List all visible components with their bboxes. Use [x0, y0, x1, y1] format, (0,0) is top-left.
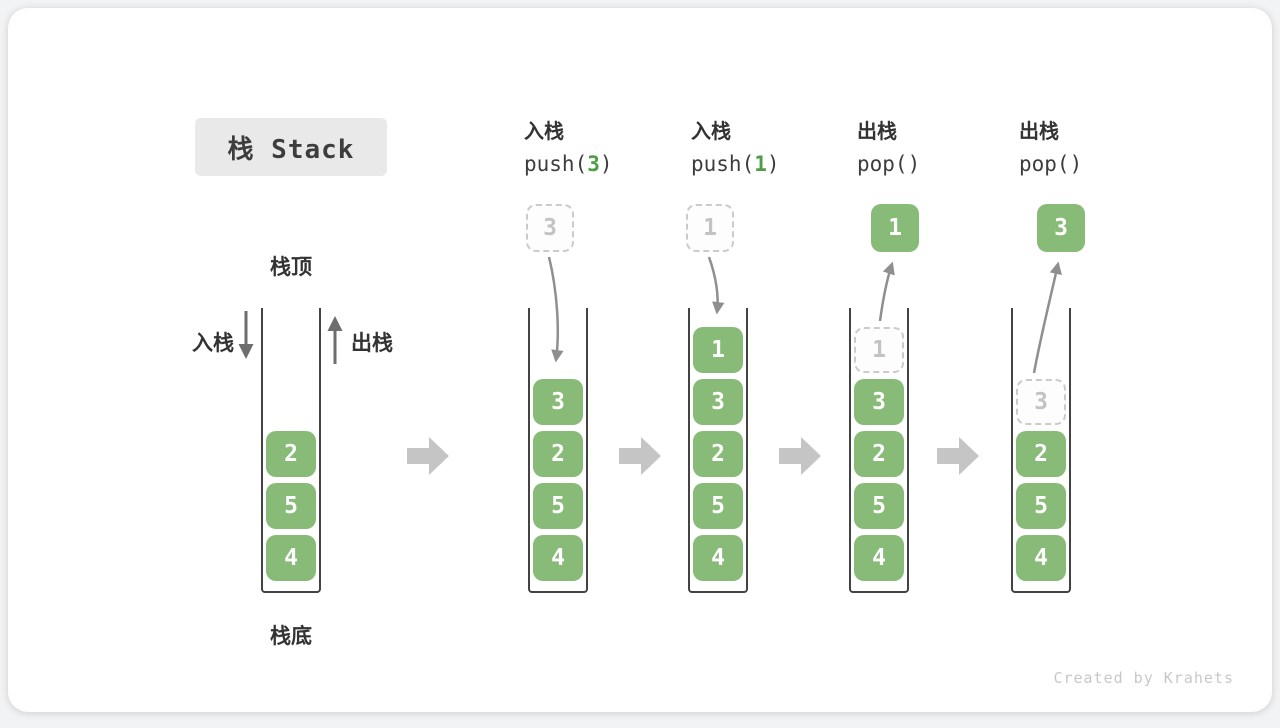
stack-block: 5: [533, 483, 583, 529]
stack-block: 4: [266, 535, 316, 581]
stack-container-initial: 2 5 4: [261, 308, 321, 593]
code-post: ): [907, 152, 921, 176]
stack-block: 5: [693, 483, 743, 529]
code-pre: pop(: [857, 152, 908, 176]
stack-block: 5: [854, 483, 904, 529]
code-arg: 1: [754, 152, 767, 176]
arrow-layer: [238, 256, 1062, 475]
op-code: pop(): [1019, 152, 1082, 176]
incoming-item-ghost: 3: [526, 204, 574, 252]
stack-block: 1: [693, 327, 743, 373]
code-pre: pop(: [1019, 152, 1070, 176]
stack-block: 3: [533, 379, 583, 425]
diagram-card: 栈 Stack 栈顶 栈底 入栈 出栈 入栈 push(3) 入栈 push(1…: [8, 8, 1272, 712]
stack-container-pop-3: 3 2 5 4: [1011, 308, 1071, 593]
op-code: push(1): [691, 152, 780, 176]
op-label: 出栈: [857, 119, 897, 143]
push-side-label: 入栈: [192, 331, 234, 355]
stack-block: 2: [854, 431, 904, 477]
stack-top-label: 栈顶: [270, 255, 312, 279]
stack-block: 4: [1016, 535, 1066, 581]
pop-side-label: 出栈: [351, 331, 393, 355]
op-label: 出栈: [1019, 119, 1059, 143]
stack-block: 2: [266, 431, 316, 477]
code-post: ): [1069, 152, 1083, 176]
column-header-push-3: 入栈 push(3): [524, 119, 613, 176]
stack-block: 3: [693, 379, 743, 425]
code-arg: 3: [587, 152, 600, 176]
step-arrow-icon: [407, 437, 449, 475]
push-1-arrow-icon: [707, 256, 725, 315]
stack-container-pop-1: 1 3 2 5 4: [849, 308, 909, 593]
stack-container-push-3: 3 2 5 4: [528, 308, 588, 593]
code-post: ): [599, 152, 613, 176]
watermark: Created by Krahets: [1053, 669, 1234, 687]
op-code: pop(): [857, 152, 920, 176]
stack-block: 4: [854, 535, 904, 581]
column-header-push-1: 入栈 push(1): [691, 119, 780, 176]
stack-block: 2: [1016, 431, 1066, 477]
op-label: 入栈: [691, 119, 731, 143]
stack-block: 4: [693, 535, 743, 581]
stack-bottom-label: 栈底: [270, 624, 312, 648]
title-badge: 栈 Stack: [195, 118, 387, 176]
removed-slot-ghost: 3: [1016, 379, 1066, 425]
op-label: 入栈: [524, 119, 564, 143]
stack-block: 2: [693, 431, 743, 477]
stack-block: 4: [533, 535, 583, 581]
code-pre: push(: [524, 152, 588, 176]
step-arrow-icon: [619, 437, 661, 475]
popped-item-box: 1: [871, 204, 919, 252]
code-pre: push(: [691, 152, 755, 176]
popped-item-box: 3: [1037, 204, 1085, 252]
removed-slot-ghost: 1: [854, 327, 904, 373]
stack-block: 2: [533, 431, 583, 477]
stack-block: 5: [266, 483, 316, 529]
column-header-pop-1: 出栈 pop(): [857, 119, 920, 176]
stack-container-push-1: 1 3 2 5 4: [688, 308, 748, 593]
incoming-item-ghost: 1: [686, 204, 734, 252]
column-header-pop-3: 出栈 pop(): [1019, 119, 1082, 176]
stack-block: 3: [854, 379, 904, 425]
step-arrow-icon: [779, 437, 821, 475]
code-post: ): [766, 152, 780, 176]
step-arrow-icon: [937, 437, 979, 475]
op-code: push(3): [524, 152, 613, 176]
stack-block: 5: [1016, 483, 1066, 529]
